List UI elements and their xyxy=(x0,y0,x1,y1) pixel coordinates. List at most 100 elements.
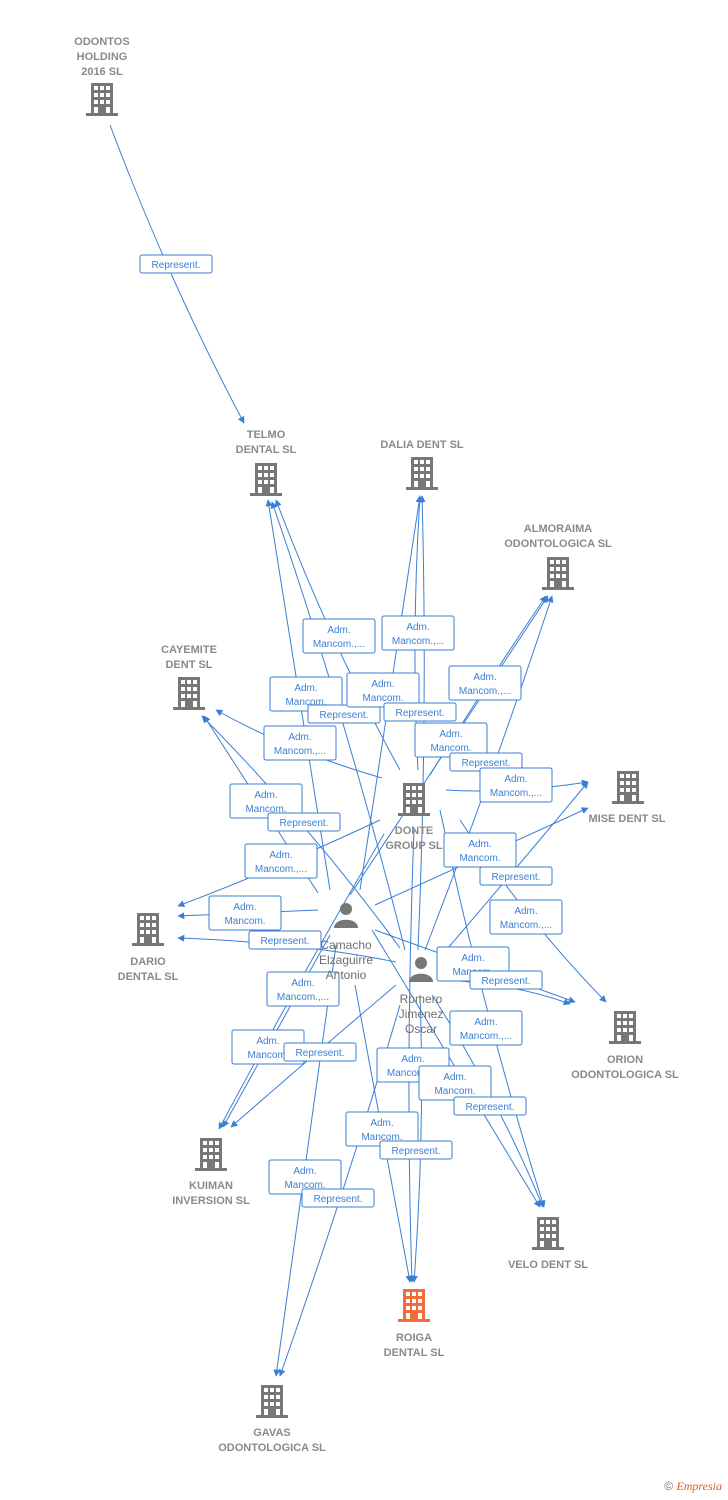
edge-label-box xyxy=(269,676,343,712)
edge-label-text: Mancom. xyxy=(245,804,286,815)
edge-label[interactable]: Represent. xyxy=(379,1140,453,1160)
edge-label-text: Represent. xyxy=(392,1146,441,1157)
edge-label[interactable]: Represent. xyxy=(301,1188,375,1208)
edge-label[interactable]: Represent. xyxy=(453,1096,527,1116)
edge-label[interactable]: Adm. Mancom.,... xyxy=(266,971,340,1007)
edge-label-box xyxy=(307,704,381,724)
edge-label-box xyxy=(302,618,376,654)
edge-label[interactable]: Adm.Mancom.,... xyxy=(263,725,337,761)
edge-label-text: Represent. xyxy=(492,872,541,883)
edge-label-text: Adm. xyxy=(474,1017,497,1028)
edge-label-box xyxy=(449,1010,523,1046)
edge-label-text: Adm. xyxy=(291,978,314,989)
edge-label[interactable]: Represent. xyxy=(479,866,553,886)
node-label-line: ODONTOLOGICA SL xyxy=(218,1442,326,1454)
edge-label[interactable]: Represent. xyxy=(307,704,381,724)
edge-label-box xyxy=(263,725,337,761)
edge-label-text: Adm. xyxy=(370,1118,393,1129)
edge-label-box xyxy=(301,1188,375,1208)
edge-label-box xyxy=(248,930,322,950)
edge-label-text: Adm. xyxy=(327,625,350,636)
node-label-line: 2016 SL xyxy=(81,66,123,78)
brand-logo[interactable]: Empresia xyxy=(676,1479,722,1493)
edge-label-text: Mancom. xyxy=(361,1132,402,1143)
edges-layer xyxy=(109,124,607,1377)
edge-label-text: Adm. xyxy=(254,790,277,801)
edge-label[interactable]: Adm. Mancom. xyxy=(418,1065,492,1101)
edge-label[interactable]: Adm.Mancom.,... xyxy=(449,1010,523,1046)
edge-label[interactable]: Represent. xyxy=(469,970,543,990)
edge-label[interactable]: Adm.Mancom. xyxy=(208,895,282,931)
edge-label[interactable]: Adm.Mancom.,... xyxy=(448,665,522,701)
edge-label-text: Represent. xyxy=(462,758,511,769)
building-icon xyxy=(256,1385,288,1418)
node-label-line: INVERSION SL xyxy=(172,1195,250,1207)
edge-label[interactable]: Adm. Mancom. xyxy=(229,783,303,819)
building-icon xyxy=(250,463,282,496)
edge-label[interactable]: Adm.Mancom. xyxy=(346,672,420,708)
company-node-dalia[interactable]: DALIA DENT SL xyxy=(380,439,464,490)
edge-label-text: Mancom. xyxy=(285,697,326,708)
edge-label[interactable]: Represent. xyxy=(248,930,322,950)
copyright-icon: © xyxy=(664,1479,674,1493)
edge-label[interactable]: Adm.Mancom.,... xyxy=(244,843,318,879)
edge-label-text: Adm. xyxy=(504,774,527,785)
edge-label[interactable]: Adm.Mancom. xyxy=(269,676,343,712)
edge-label[interactable]: Adm. Mancom. xyxy=(443,832,517,868)
edge-label-text: Adm. xyxy=(443,1072,466,1083)
edge-label-text: Adm. xyxy=(468,839,491,850)
edge-label-text: Represent. xyxy=(152,260,201,271)
edge-label[interactable]: Adm.Mancom.,... xyxy=(489,899,563,935)
edge-label-text: Mancom.,... xyxy=(387,1068,439,1079)
building-icon xyxy=(406,457,438,490)
edge-label[interactable]: Adm. Mancom.,... xyxy=(479,767,553,803)
edge-label-box xyxy=(479,767,553,803)
edge-label-box xyxy=(381,615,455,651)
company-node-kuiman[interactable]: KUIMAN INVERSION SL xyxy=(172,1138,250,1207)
edge-label[interactable]: Adm. Mancom. xyxy=(345,1111,419,1147)
node-label-line: ORION xyxy=(607,1054,643,1066)
edge-label-box xyxy=(229,783,303,819)
edge-label-box xyxy=(283,1042,357,1062)
edge-label-text: Mancom.,... xyxy=(277,992,329,1003)
edge-label-text: Mancom. xyxy=(434,1086,475,1097)
edge-label-text: Mancom.,... xyxy=(490,788,542,799)
edge-label[interactable]: Adm.Mancom.,... xyxy=(302,618,376,654)
edge-romero-to-roiga xyxy=(410,994,423,1283)
node-label-line: Antonio xyxy=(326,968,367,982)
node-label-line: ROIGA xyxy=(396,1332,432,1344)
edge-label-text: Adm. xyxy=(293,1166,316,1177)
node-label-line: ODONTOS xyxy=(74,36,129,48)
edge-label[interactable]: Adm.Mancom. xyxy=(414,722,488,758)
edge-label[interactable]: Adm.Mancom.,... xyxy=(381,615,455,651)
edge-label-box xyxy=(244,843,318,879)
edge-label-text: Mancom. xyxy=(459,853,500,864)
edge-label-text: Adm. xyxy=(371,679,394,690)
node-label-line: ALMORAIMA xyxy=(524,523,592,535)
building-icon xyxy=(132,913,164,946)
edge-label[interactable]: Represent. xyxy=(283,1042,357,1062)
edge-label-box xyxy=(443,832,517,868)
node-label-line: KUIMAN xyxy=(189,1180,233,1192)
edge-label-text: Adm. xyxy=(288,732,311,743)
node-label-line: Romero xyxy=(400,992,443,1006)
edge-label[interactable]: Represent. xyxy=(139,254,213,274)
edge-label[interactable]: Represent. xyxy=(267,812,341,832)
edge-label[interactable]: Represent. xyxy=(383,702,457,722)
edge-label-text: Adm. xyxy=(406,622,429,633)
company-node-velo[interactable]: VELO DENT SL xyxy=(508,1217,588,1271)
edge-label-text: Mancom.,... xyxy=(255,864,307,875)
edge-label-text: Mancom.,... xyxy=(500,920,552,931)
company-node-mise[interactable]: MISE DENT SL xyxy=(588,771,666,825)
